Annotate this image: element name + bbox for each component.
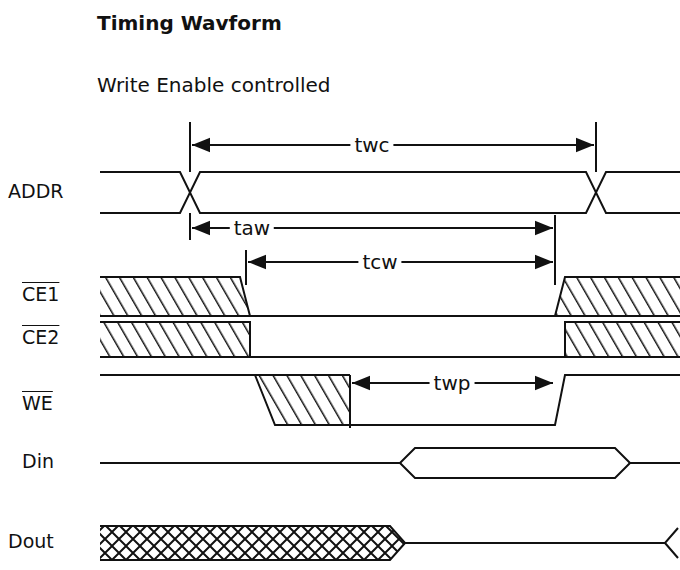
- signal-name: Din: [22, 451, 54, 472]
- extension-line: [349, 375, 351, 428]
- extension-line: [595, 122, 597, 172]
- extension-line: [189, 213, 191, 240]
- dont-care-hatch: [255, 375, 350, 425]
- ce1-signal: [100, 277, 680, 316]
- dont-care-hatch: [555, 277, 680, 316]
- timing-parameter: twp: [430, 372, 475, 394]
- din-signal: [400, 463, 630, 478]
- addr-signal: [100, 172, 680, 213]
- subtitle: Write Enable controlled: [97, 74, 331, 96]
- ce1-signal: [555, 315, 680, 317]
- ce2-signal: [565, 356, 680, 358]
- page-title: Timing Wavform: [97, 12, 282, 34]
- ce1-signal: [100, 315, 250, 317]
- extension-line: [245, 250, 247, 285]
- timing-parameter: tcw: [358, 251, 401, 273]
- we-signal: [100, 375, 680, 425]
- extension-line: [189, 122, 191, 172]
- dont-care-hatch: [565, 322, 680, 357]
- din-signal: [100, 448, 680, 463]
- timing-parameter: taw: [230, 217, 274, 239]
- dont-care-hatch: [100, 322, 250, 357]
- signal-name: CE2: [22, 327, 59, 348]
- extension-line: [554, 215, 556, 285]
- addr-signal: [100, 172, 680, 213]
- dout-signal: [100, 526, 678, 560]
- signal-name: Dout: [8, 531, 54, 552]
- signal-name: ADDR: [8, 181, 63, 202]
- dont-care-hatch: [100, 277, 250, 316]
- signal-name: CE1: [22, 284, 59, 305]
- ce2-signal: [100, 322, 680, 357]
- dont-care-hatch: [100, 526, 405, 560]
- timing-parameter: twc: [350, 134, 393, 156]
- signal-name: WE: [22, 393, 53, 414]
